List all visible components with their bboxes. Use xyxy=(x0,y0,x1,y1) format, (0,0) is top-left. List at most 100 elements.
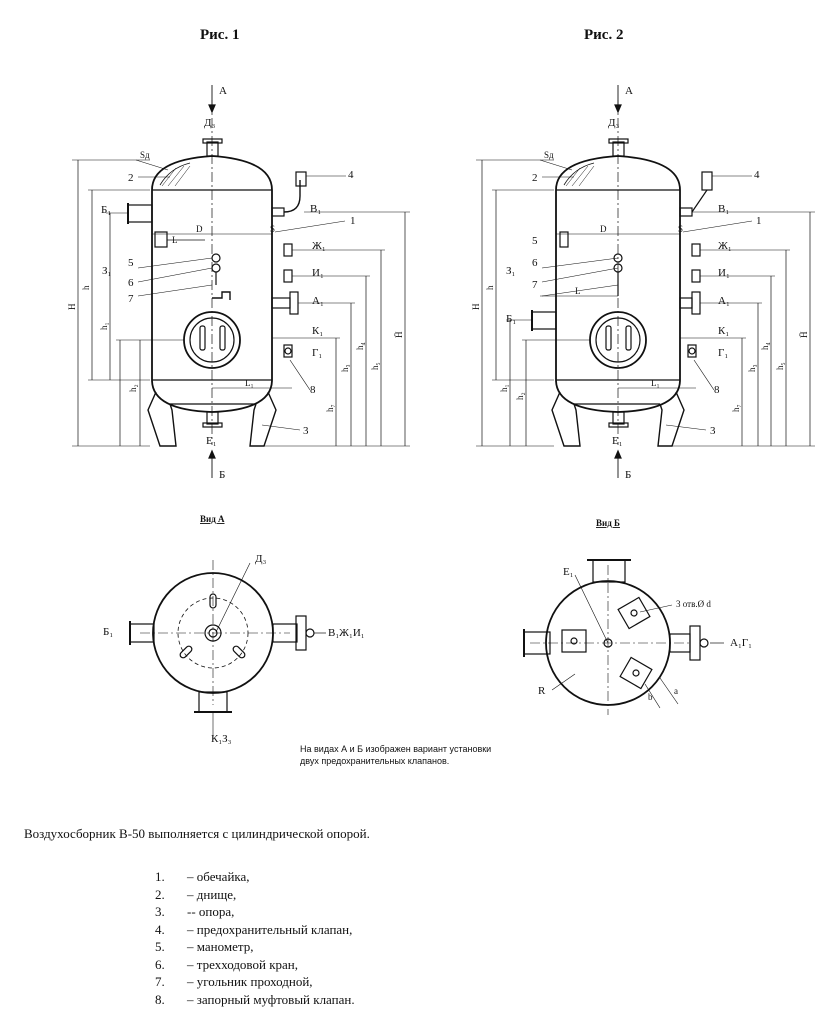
label-3-fig2: 3 xyxy=(710,425,716,437)
view-a-label-bottom: К₁З₃ xyxy=(211,733,232,745)
label-l1-fig1: L₁ xyxy=(245,378,254,388)
legend-item: 6.– трехходовой кран, xyxy=(155,956,298,972)
legend-item: 2.– днище, xyxy=(155,886,237,902)
caption-text: Воздухосборник В-50 выполняется с цилинд… xyxy=(24,826,370,841)
label-d3-fig1: Д₃ xyxy=(204,117,216,129)
drawing-labels: Рис. 1 Рис. 2 А Д₃ Sд 2 4 Б₁ В₁ 1 D S L … xyxy=(67,27,809,745)
view-b-label-e1: Е₁ xyxy=(563,566,574,578)
label-v1-fig2: В₁ xyxy=(718,203,729,215)
label-hh-fig1: H̄ xyxy=(394,331,404,338)
view-b-label-b: b xyxy=(648,692,653,702)
label-v1-fig1: В₁ xyxy=(310,203,321,215)
view-b-label-holes: 3 отв.Ø d xyxy=(676,599,711,609)
label-l-fig1: L xyxy=(172,235,178,245)
view-a-label-d3: Д₃ xyxy=(255,553,267,565)
label-g1-fig2: Г₁ xyxy=(718,347,728,359)
legend-item: 5.– манометр, xyxy=(155,939,254,954)
label-l-fig2: L xyxy=(575,286,581,296)
view-b-label-right: А₁Г₁ xyxy=(730,637,752,649)
label-1-fig2: 1 xyxy=(756,215,762,227)
label-h3-fig2: h₃ xyxy=(747,364,757,372)
label-4-fig1: 4 xyxy=(348,169,354,181)
legend-item: 4.– предохранительный клапан, xyxy=(155,921,353,937)
views-note: На видах А и Б изображен вариант установ… xyxy=(300,743,491,767)
label-2-fig1: 2 xyxy=(128,172,134,184)
label-h-fig2: h xyxy=(485,285,495,290)
figure-2-title: Рис. 2 xyxy=(584,27,623,43)
label-s-fig2: S xyxy=(678,224,683,234)
legend-item: 3.-- опора, xyxy=(155,904,235,919)
parts-legend: 1.– обечайка, 2.– днище, 3.-- опора, 4.–… xyxy=(155,868,355,1008)
label-6-fig2: 6 xyxy=(532,257,538,269)
label-7-fig1: 7 xyxy=(128,293,134,305)
label-h2-fig2: h₂ xyxy=(515,392,525,400)
label-a1-fig2: А₁ xyxy=(718,295,730,307)
label-4-fig2: 4 xyxy=(754,169,760,181)
label-zh1-fig1: Ж₁ xyxy=(312,240,326,252)
view-b-title: Вид Б xyxy=(596,518,620,528)
label-d-fig1: D xyxy=(196,224,203,234)
label-e1-fig2: Е₁ xyxy=(612,435,623,447)
label-b-fig1: Б xyxy=(219,469,225,481)
label-h5-fig1: h₅ xyxy=(370,362,380,370)
legend-item: 8.– запорный муфтовый клапан. xyxy=(155,991,355,1007)
label-l1-fig2: L₁ xyxy=(651,378,660,388)
label-8-fig2: 8 xyxy=(714,384,720,396)
label-3-fig1: 3 xyxy=(303,425,309,437)
label-z1-fig1: З₁ xyxy=(102,265,112,277)
view-b-label-a: a xyxy=(674,686,678,696)
label-a-fig1: А xyxy=(219,85,227,97)
label-h7-fig2: h₇ xyxy=(731,404,741,412)
view-a-drawing xyxy=(129,560,326,740)
views-note-line-1: На видах А и Б изображен вариант установ… xyxy=(300,744,492,754)
label-d3-fig2: Д₃ xyxy=(608,117,620,129)
label-H-fig1: H xyxy=(67,303,77,310)
label-b-fig2: Б xyxy=(625,469,631,481)
label-2-fig2: 2 xyxy=(532,172,538,184)
label-h4-fig1: h₄ xyxy=(355,342,365,350)
label-zh1-fig2: Ж₁ xyxy=(718,240,732,252)
label-k1-fig2: К₁ xyxy=(718,325,729,337)
label-5-fig2: 5 xyxy=(532,235,538,247)
label-h7-fig1: h₇ xyxy=(325,404,335,412)
label-7-fig2: 7 xyxy=(532,279,538,291)
label-k1-fig1: К₁ xyxy=(312,325,323,337)
label-h2-fig1: h₂ xyxy=(128,384,138,392)
label-b1-fig2: Б₁ xyxy=(506,313,516,325)
label-h4-fig2: h₄ xyxy=(760,342,770,350)
label-5-fig1: 5 xyxy=(128,257,134,269)
label-a-fig2: А xyxy=(625,85,633,97)
label-h5-fig2: h₅ xyxy=(775,362,785,370)
label-h-fig1: h xyxy=(81,285,91,290)
label-i1-fig2: И₁ xyxy=(718,267,730,279)
label-h1-fig1: h₁ xyxy=(99,322,109,330)
label-d-fig2: D xyxy=(600,224,607,234)
label-z1-fig2: З₁ xyxy=(506,265,516,277)
views-note-line-2: двух предохранительных клапанов. xyxy=(300,756,450,766)
view-b-drawing xyxy=(523,559,724,715)
figure-1-vessel xyxy=(72,85,410,478)
label-hh-fig2: H̄ xyxy=(799,331,809,338)
view-a-label-right: В₁Ж₁И₁ xyxy=(328,627,365,639)
label-h1-fig2: h₁ xyxy=(499,384,509,392)
figure-2-vessel xyxy=(476,85,815,478)
technical-drawing: Рис. 1 Рис. 2 А Д₃ Sд 2 4 Б₁ В₁ 1 D S L … xyxy=(67,27,815,745)
label-sd-fig1: Sд xyxy=(140,150,150,160)
figure-1-title: Рис. 1 xyxy=(200,27,239,43)
label-i1-fig1: И₁ xyxy=(312,267,324,279)
label-h3-fig1: h₃ xyxy=(340,364,350,372)
view-a-label-b1: Б₁ xyxy=(103,626,113,638)
label-8-fig1: 8 xyxy=(310,384,316,396)
legend-item: 1.– обечайка, xyxy=(155,869,250,884)
view-a-title: Вид А xyxy=(200,514,225,524)
label-H-fig2: H xyxy=(471,303,481,310)
label-b1-fig1: Б₁ xyxy=(101,204,111,216)
legend-item: 7.– угольник проходной, xyxy=(155,974,313,989)
label-6-fig1: 6 xyxy=(128,277,134,289)
label-s-fig1: S xyxy=(270,224,275,234)
view-b-label-r: R xyxy=(538,685,546,697)
label-e1-fig1: Е₁ xyxy=(206,435,217,447)
label-g1-fig1: Г₁ xyxy=(312,347,322,359)
label-1-fig1: 1 xyxy=(350,215,356,227)
label-sd-fig2: Sд xyxy=(544,150,554,160)
